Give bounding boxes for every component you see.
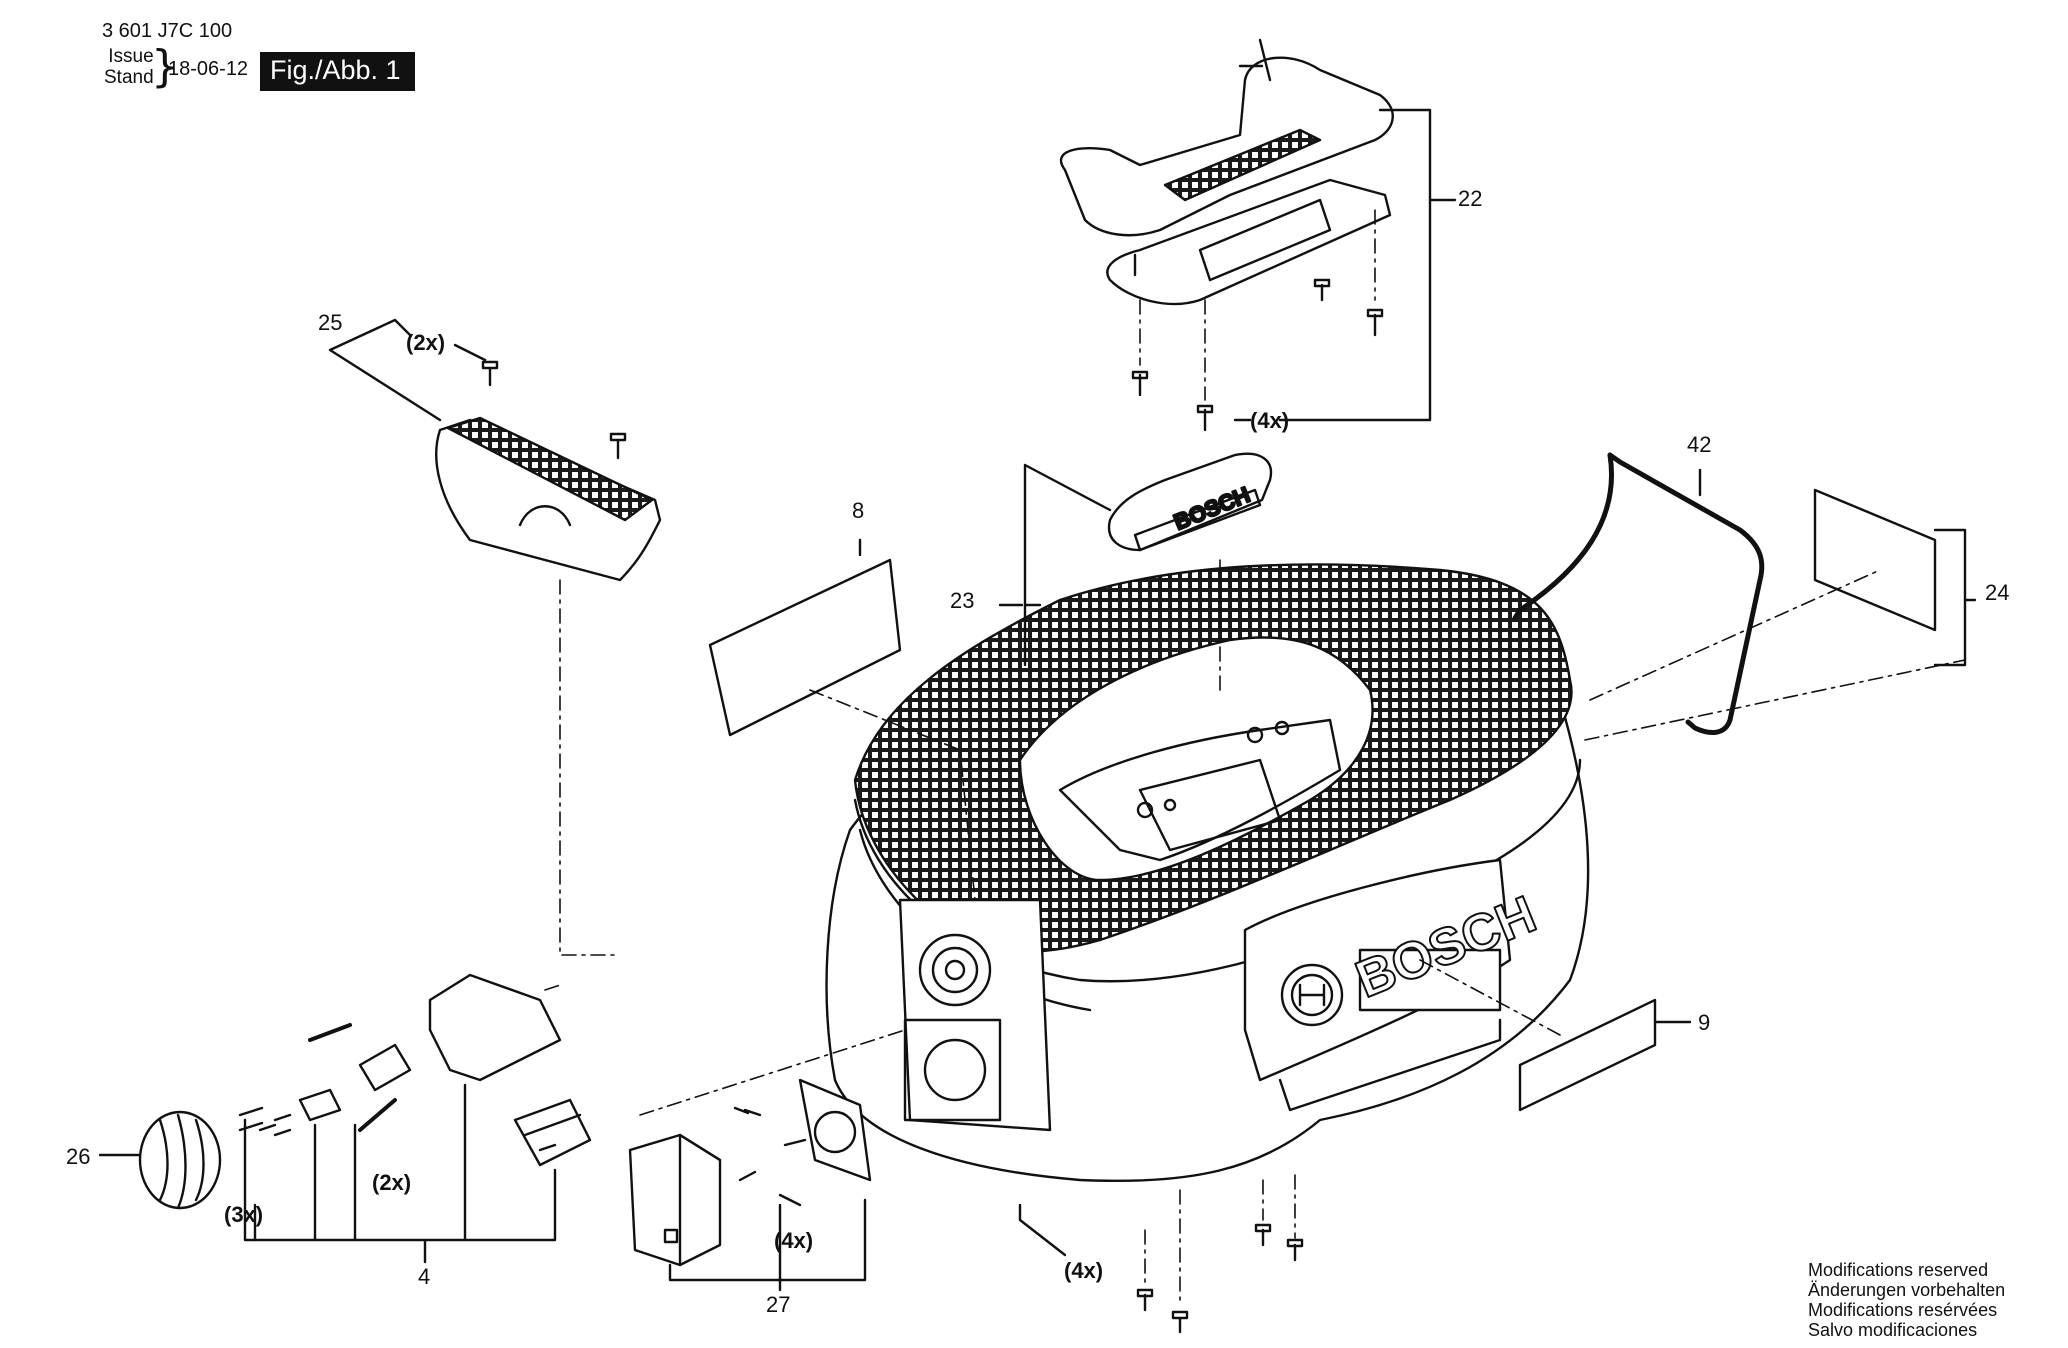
modifications-notice: Modifications reserved Änderungen vorbeh… — [1808, 1260, 2005, 1340]
qty-socket-screws: (4x) — [774, 1228, 814, 1253]
switch-knob — [138, 1110, 222, 1210]
callout-23: 23 — [950, 588, 975, 613]
lid-cover — [1107, 452, 1273, 552]
issue-label: Issue Stand — [104, 46, 154, 88]
notice-de: Änderungen vorbehalten — [1808, 1280, 2006, 1300]
document-number: 3 601 J7C 100 — [102, 20, 233, 42]
main-housing — [825, 563, 1590, 1183]
handle-screws — [1131, 278, 1384, 432]
callout-26: 26 — [66, 1144, 91, 1169]
callout-27: 27 — [766, 1292, 791, 1317]
issue-date: 18-06-12 — [168, 58, 249, 80]
qty-handle-screws: (4x) — [1250, 408, 1290, 433]
label-9 — [1518, 998, 1657, 1112]
qty-switch-screws: (3x) — [224, 1202, 264, 1227]
switch-parts — [238, 973, 592, 1167]
socket-box — [628, 1133, 722, 1267]
callout-4: 4 — [418, 1264, 431, 1289]
qty-springs: (2x) — [372, 1170, 412, 1195]
label-24 — [1813, 488, 1937, 632]
socket-plate — [798, 1078, 872, 1182]
qty-base-screws: (4x) — [1064, 1258, 1104, 1283]
notice-es: Salvo modificaciones — [1808, 1320, 1978, 1340]
socket-screws — [733, 1106, 807, 1207]
callout-42: 42 — [1687, 432, 1712, 457]
notice-en: Modifications reserved — [1808, 1260, 1989, 1280]
figure-label: Fig./Abb. 1 — [260, 52, 415, 91]
qty-grip-screws: (2x) — [406, 330, 446, 355]
base-screws — [1136, 1223, 1304, 1334]
label-8 — [708, 558, 902, 737]
callout-25: 25 — [318, 310, 343, 335]
callout-22: 22 — [1458, 186, 1483, 211]
carry-handle — [1059, 38, 1394, 306]
callout-24: 24 — [1985, 580, 2010, 605]
brace-glyph: } — [151, 41, 179, 92]
grip-screws — [481, 360, 627, 460]
issue-line-2: Stand — [104, 67, 154, 88]
wire-bracket — [1512, 452, 1765, 735]
notice-fr: Modifications resérvées — [1808, 1300, 1998, 1320]
callout-8: 8 — [852, 498, 865, 523]
front-grip — [435, 416, 662, 582]
issue-line-1: Issue — [108, 46, 154, 67]
callout-9: 9 — [1698, 1010, 1711, 1035]
